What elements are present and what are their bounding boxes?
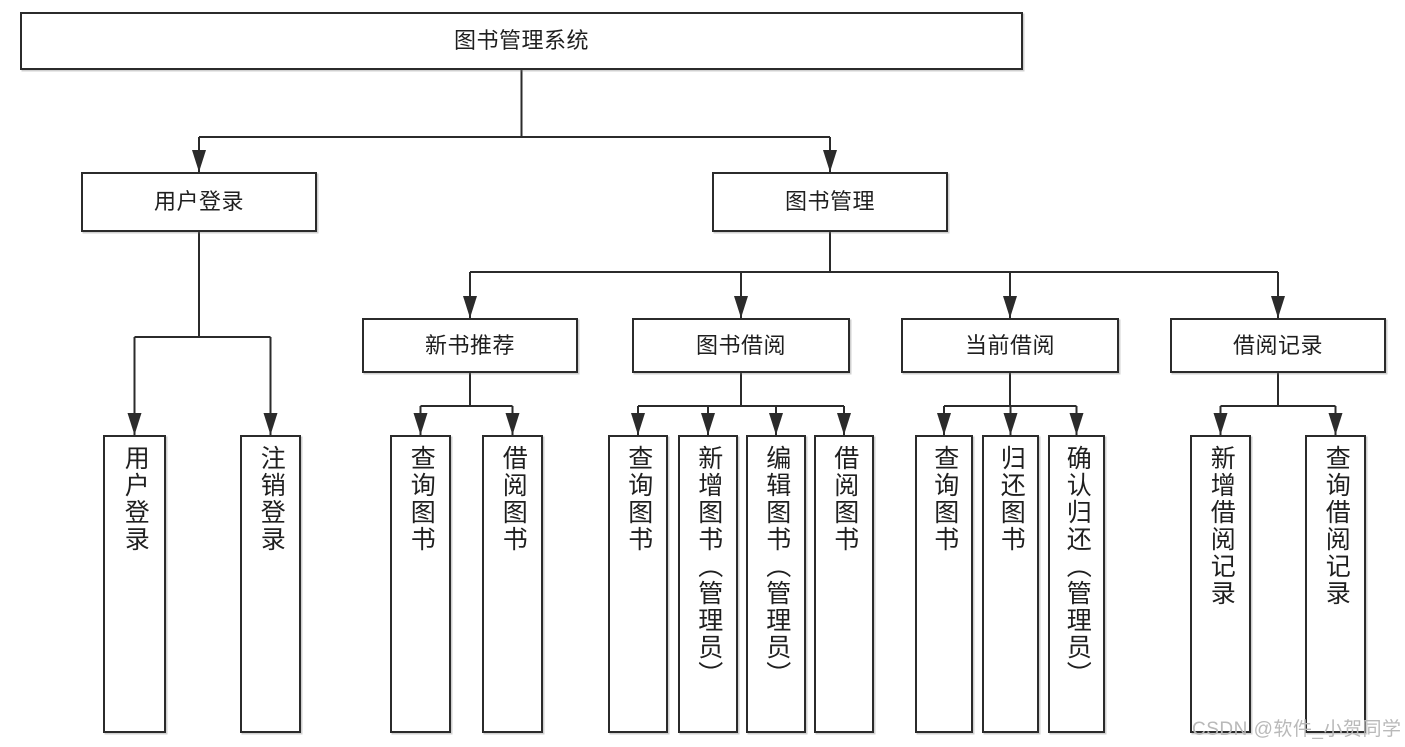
node-label: 注销登录 [257,445,286,553]
node-newbook[interactable]: 新书推荐 [362,318,578,373]
edge-arrowhead [937,413,951,435]
node-leaf11[interactable]: 确认归还（管理员） [1048,435,1105,733]
edge-arrowhead [463,296,477,318]
node-leaf6[interactable]: 新增图书（管理员） [678,435,738,733]
node-leaf2[interactable]: 注销登录 [240,435,301,733]
node-label: 新增图书（管理员） [694,445,723,688]
node-label: 编辑图书（管理员） [762,445,791,688]
node-leaf7[interactable]: 编辑图书（管理员） [746,435,806,733]
edge-arrowhead [837,413,851,435]
node-leaf3[interactable]: 查询图书 [390,435,451,733]
node-leaf9[interactable]: 查询图书 [915,435,973,733]
edge-arrowhead [1003,296,1017,318]
node-leaf1[interactable]: 用户登录 [103,435,166,733]
edge-arrowhead [631,413,645,435]
node-login[interactable]: 用户登录 [81,172,317,232]
watermark-text: CSDN @软件_小贺同学 [1192,719,1402,740]
node-leaf4[interactable]: 借阅图书 [482,435,543,733]
node-label: 查询借阅记录 [1322,445,1351,607]
node-label: 确认归还（管理员） [1063,445,1092,688]
node-label: 图书借阅 [695,332,786,358]
node-current[interactable]: 当前借阅 [901,318,1119,373]
edge-arrowhead [1003,413,1018,435]
edge-arrowhead [1328,413,1343,435]
edge-arrowhead [1271,296,1285,318]
edge-arrowhead [1213,413,1228,435]
node-label: 借阅图书 [830,445,859,553]
node-label: 图书管理系统 [453,28,589,54]
edge-arrowhead [192,150,206,172]
node-leaf10[interactable]: 归还图书 [982,435,1039,733]
node-leaf8[interactable]: 借阅图书 [814,435,874,733]
edge-arrowhead [263,413,278,435]
node-label: 借阅图书 [499,445,528,553]
node-label: 新增借阅记录 [1207,445,1236,607]
edge-arrowhead [701,413,715,435]
node-label: 归还图书 [997,445,1026,553]
edge-arrowhead [413,413,428,435]
node-label: 用户登录 [153,189,244,215]
node-root[interactable]: 图书管理系统 [20,12,1023,70]
edge-arrowhead [1069,413,1084,435]
edge-arrowhead [769,413,783,435]
node-borrow[interactable]: 图书借阅 [632,318,850,373]
edge-arrowhead [734,296,748,318]
node-label: 当前借阅 [964,332,1055,358]
edge-arrowhead [505,413,520,435]
node-leaf5[interactable]: 查询图书 [608,435,668,733]
edge-arrowhead [127,413,142,435]
node-label: 借阅记录 [1232,332,1323,358]
node-records[interactable]: 借阅记录 [1170,318,1386,373]
node-label: 图书管理 [784,189,875,215]
node-label: 新书推荐 [424,332,515,358]
node-label: 查询图书 [624,445,653,553]
node-label: 用户登录 [121,445,150,553]
node-bookmgmt[interactable]: 图书管理 [712,172,948,232]
node-leaf13[interactable]: 查询借阅记录 [1305,435,1366,733]
node-label: 查询图书 [407,445,436,553]
node-leaf12[interactable]: 新增借阅记录 [1190,435,1251,733]
edge-arrowhead [823,150,837,172]
node-label: 查询图书 [930,445,959,553]
